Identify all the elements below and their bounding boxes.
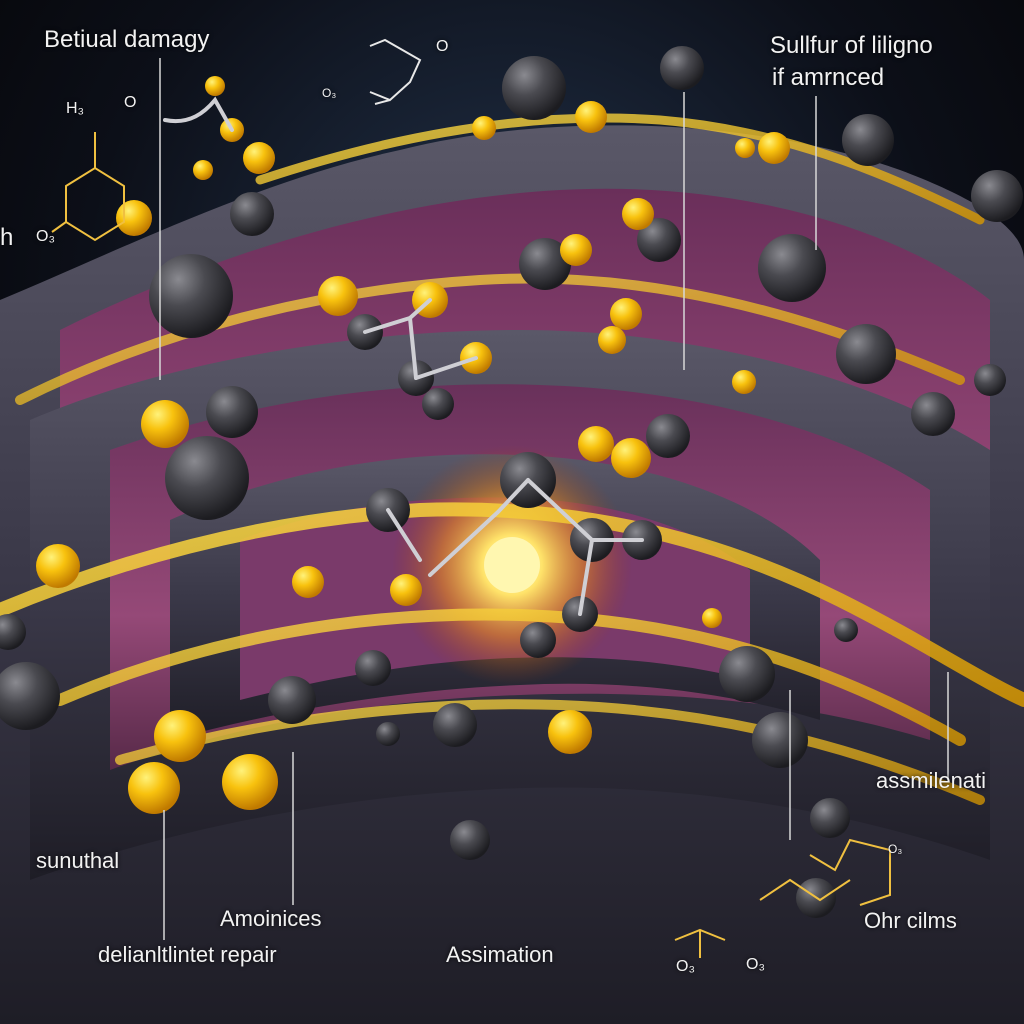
label-bottom-center: Assimation	[446, 942, 554, 967]
chem-label-h-top: H₃	[66, 100, 85, 117]
chem-label-os-left: O₃	[36, 228, 55, 245]
label-top-right-line2: if amrnced	[772, 64, 885, 91]
label-bottom-right: Ohr cilms	[864, 908, 957, 933]
label-pointer-lines	[159, 58, 949, 940]
label-bottom-center-left-1: Amoinices	[220, 906, 322, 931]
label-top-left: Betiual damagy	[44, 26, 210, 53]
grey-spheres	[0, 46, 1023, 918]
chem-label-h-left: h	[0, 224, 14, 251]
chem-label-right-small: O₃	[888, 842, 903, 856]
molecule-bonds	[163, 96, 644, 616]
chem-label-bottom-o2: O₃	[746, 956, 765, 973]
label-bottom-left: sunuthal	[36, 848, 120, 873]
chemical-structures-white	[369, 38, 422, 105]
chemical-structures	[51, 132, 891, 958]
chem-label-os-1: O₃	[322, 86, 337, 100]
chem-label-o-top: O	[124, 94, 137, 111]
label-top-right-line1: Sullfur of liligno	[770, 32, 933, 59]
chem-label-bottom-o1: O₃	[676, 958, 695, 975]
chem-label-o-small: O	[436, 38, 449, 55]
label-mid-right: assmilenati	[876, 768, 987, 793]
label-bottom-center-left-2: delianltlintet repair	[98, 942, 277, 967]
glowing-core	[484, 537, 540, 593]
